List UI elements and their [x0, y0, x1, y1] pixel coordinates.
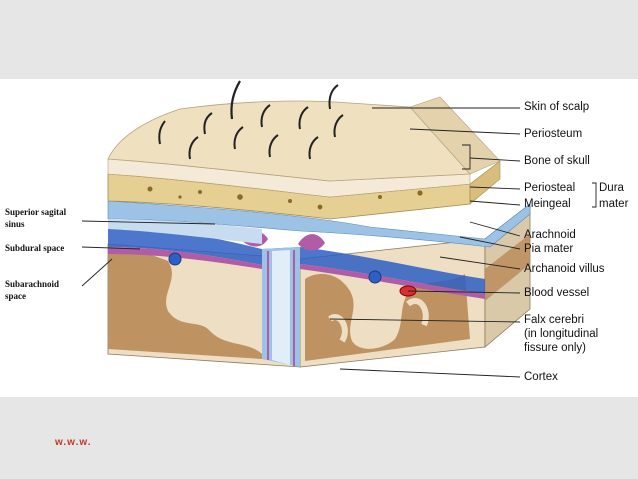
label-periosteum: Periosteum — [524, 128, 583, 140]
meninges-diagram — [81, 80, 597, 378]
label-bone-of-skull: Bone of skull — [524, 155, 590, 167]
label-pia-mater: Pia mater — [524, 243, 574, 255]
label-periosteal: Periosteal — [524, 182, 576, 194]
label-mater: mater — [599, 198, 629, 210]
label-sinus: sinus — [5, 219, 25, 229]
label-blood-vessel: Blood vessel — [524, 287, 590, 299]
label-subarachnoid: Subarachnoid — [5, 279, 60, 289]
meninges-layer — [108, 229, 485, 367]
label-skin-of-scalp: Skin of scalp — [524, 101, 590, 113]
label-falx-cerebri: Falx cerebri — [524, 314, 585, 326]
label-space: space — [5, 291, 26, 301]
label-dura: Dura — [599, 182, 624, 194]
label-arachnoid: Arachnoid — [524, 229, 576, 241]
label-arachnoid-villus: Archanoid villus — [524, 263, 605, 275]
label-superior-sagittal: Superior sagital — [5, 207, 67, 217]
label-cortex: Cortex — [524, 371, 558, 383]
label-subdural-space: Subdural space — [5, 243, 65, 253]
leader-lines — [81, 107, 597, 378]
footer-text: w.w.w. — [55, 437, 92, 448]
label-falx-note-2: fissure only) — [524, 342, 586, 354]
label-falx-note-1: (in longitudinal — [524, 328, 599, 340]
scalp-layers — [107, 80, 501, 198]
label-meningeal: Meingeal — [524, 198, 571, 210]
dura-layer — [107, 200, 531, 248]
